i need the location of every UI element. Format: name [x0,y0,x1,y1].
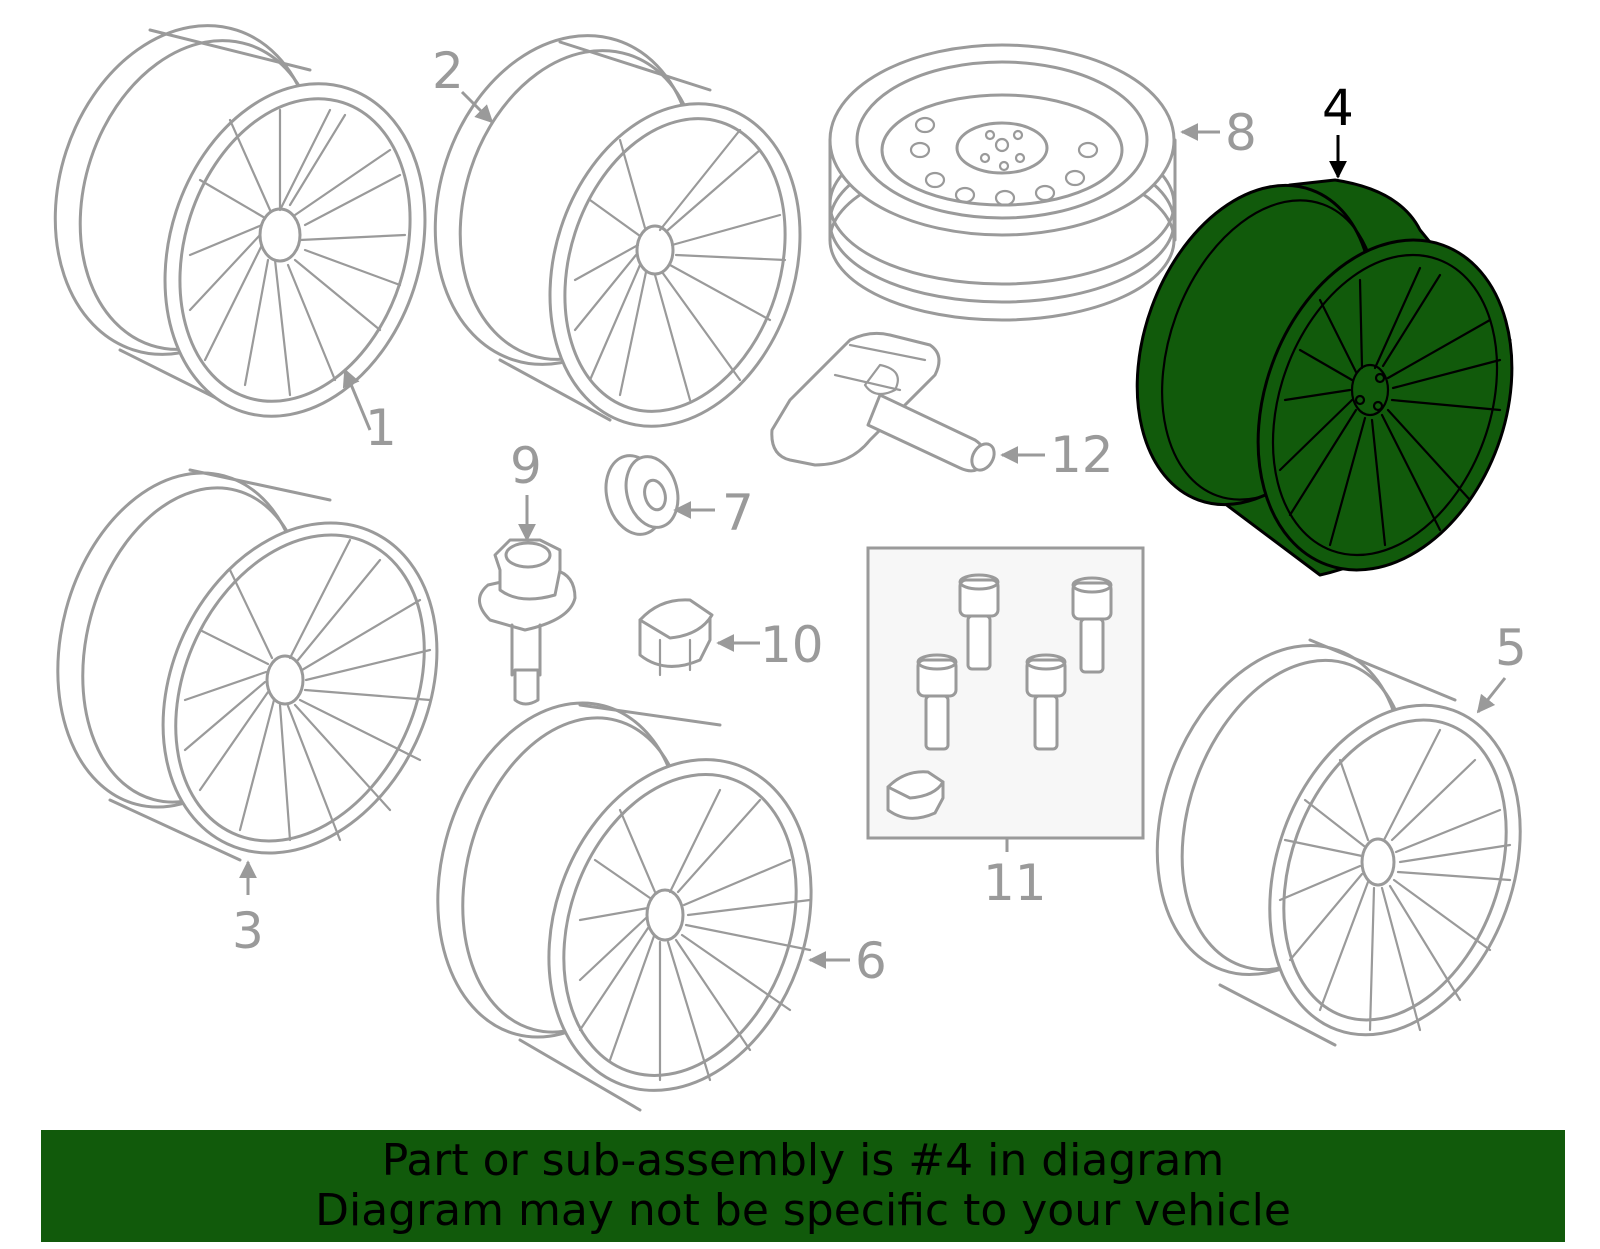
callout-5: 5 [1476,619,1527,714]
wheel-part-2[interactable] [394,2,840,459]
svg-text:10: 10 [760,616,824,674]
svg-text:12: 12 [1050,426,1114,484]
callout-4-highlighted: 4 [1322,79,1354,179]
wheel-part-4-highlighted[interactable] [1095,152,1556,605]
locking-bolt-c [916,653,958,751]
callout-1: 1 [342,368,397,457]
svg-text:6: 6 [855,932,887,990]
svg-text:11: 11 [983,854,1047,912]
info-banner: Part or sub-assembly is #4 in diagram Di… [41,1130,1565,1242]
callout-9: 9 [510,437,542,542]
callout-2: 2 [432,42,494,124]
spare-tire-part-8[interactable] [828,43,1177,322]
callout-8: 8 [1180,104,1257,162]
callout-11: 11 [983,838,1047,912]
callout-10: 10 [716,616,824,674]
svg-text:8: 8 [1225,104,1257,162]
callout-7: 7 [673,484,754,542]
locking-bolt-b [1071,576,1113,674]
bolt-cap-part-10[interactable] [638,598,714,677]
svg-text:4: 4 [1322,79,1354,137]
callout-12: 12 [1000,426,1114,484]
lug-bolt-part-9[interactable] [478,538,577,706]
banner-line-2: Diagram may not be specific to your vehi… [315,1185,1291,1236]
svg-text:1: 1 [365,399,397,457]
wheel-part-3[interactable] [22,445,489,898]
banner-line-1: Part or sub-assembly is #4 in diagram [381,1135,1225,1186]
svg-text:7: 7 [722,484,754,542]
svg-text:9: 9 [510,437,542,495]
callout-6: 6 [808,932,887,990]
locking-bolt-a [958,573,1000,671]
wheel-part-6[interactable] [402,675,856,1127]
wheel-part-5[interactable] [1114,611,1564,1070]
locking-bolt-d [1025,653,1067,751]
wheel-part-1[interactable] [14,0,466,450]
svg-text:3: 3 [232,902,264,960]
callout-3: 3 [232,860,264,960]
lock-kit-part-11[interactable] [866,546,1145,840]
svg-text:2: 2 [432,42,464,100]
svg-text:5: 5 [1495,619,1527,677]
lock-key-cap [886,770,945,820]
spacer-part-7[interactable] [598,449,686,541]
tpms-sensor-part-12[interactable] [770,331,999,474]
